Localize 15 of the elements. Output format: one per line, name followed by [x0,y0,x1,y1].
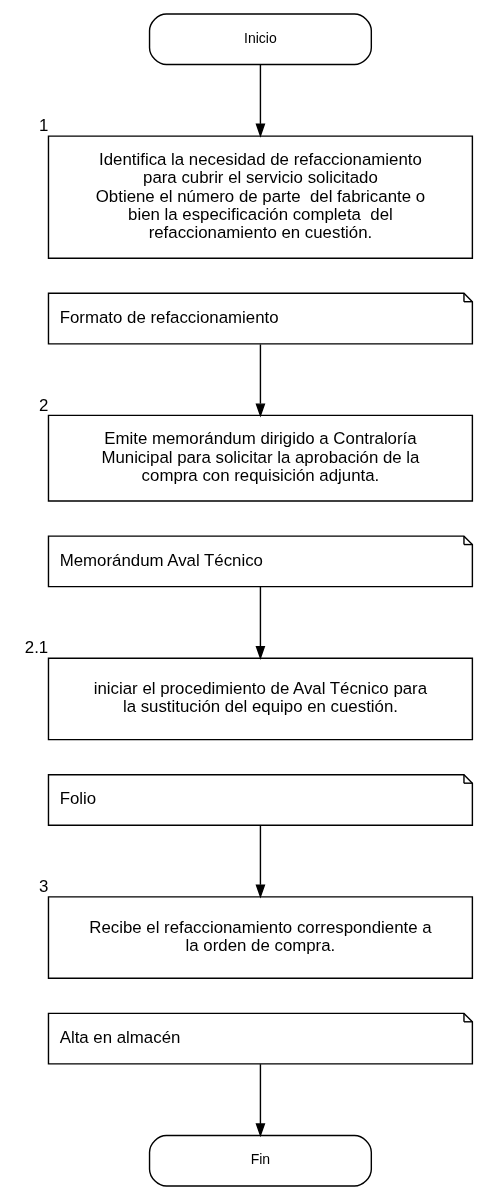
arrow [255,824,266,899]
arrow [255,343,266,418]
node-label: 2.1 [24,638,49,658]
arrow [255,64,266,138]
node-label: 2 [38,395,49,415]
node-box: Inicio [148,13,372,66]
node-box: Fin [148,1134,372,1187]
node-box: Recibe el refaccionamiento correspondiente a la orden de compra. [47,896,474,979]
node-box: Identifica la necesidad de refaccionamiento para cubrir el servicio solicitado Obtiene el número de parte del fabricante o bien la especificación completa del refaccionamiento en cuestión. [47,135,474,259]
node-box: Emite memorándum dirigido a Contraloría Municipal para solicitar la aprobación de la compra con requisición adjunta. [47,414,474,502]
arrow [255,586,266,660]
node-box: iniciar el procedimiento de Aval Técnico para la sustitución del equipo en cuestión. [47,657,474,741]
node-label: 3 [38,877,49,897]
arrow [255,1063,266,1138]
node-label: 1 [38,116,49,136]
